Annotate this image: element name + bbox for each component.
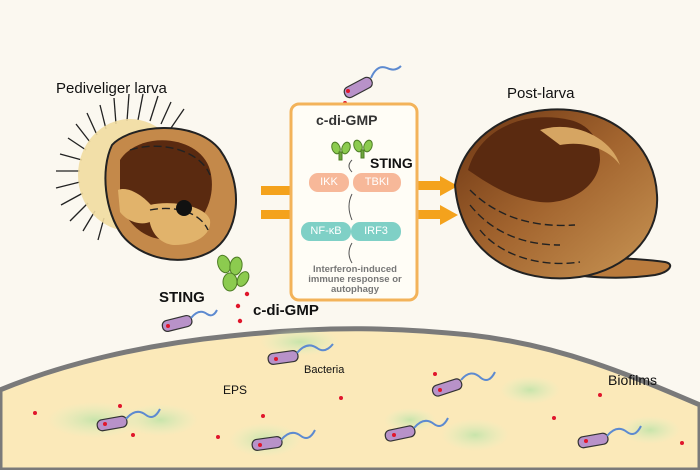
sting-label-outer: STING: [159, 289, 205, 306]
biofilm-halos: [47, 328, 680, 457]
bacterium-2: [96, 408, 161, 432]
eps-label: EPS: [223, 383, 248, 397]
bacterium-free-bottom: [161, 309, 218, 332]
sting-label-box: STING: [370, 155, 413, 171]
bacterium-3: [251, 429, 316, 451]
bacteria-label: Bacteria: [304, 364, 345, 376]
larva-label: Pediveliger larva: [56, 80, 167, 97]
nfkb-node: NF-κB: [301, 222, 351, 241]
pathway-connectors: [348, 159, 353, 264]
bacterium-4: [384, 417, 449, 442]
response-text: Interferon-induced immune response or au…: [308, 264, 402, 295]
arrows: [261, 176, 458, 225]
ikk-node: IKK: [309, 173, 349, 192]
bacterium-6: [577, 425, 642, 449]
irf3-node: IRF3: [351, 222, 401, 241]
biofilms-label: Biofilms: [608, 372, 658, 388]
tbk-node: TBKI: [353, 173, 401, 192]
bacterium-free-top: [343, 65, 402, 99]
bacterium-5: [431, 371, 496, 397]
sting-icon-box: [331, 139, 373, 161]
pathway-box: [289, 102, 419, 302]
larva-illustration: [55, 93, 250, 292]
cdigmp-label-box: c-di-GMP: [316, 112, 378, 128]
bacterium-1: [267, 343, 334, 365]
post-larva-label: Post-larva: [507, 85, 575, 102]
biofilm-layer: [0, 326, 700, 470]
post-larva-illustration: [453, 108, 672, 280]
cdigmp-label-outer: c-di-GMP: [253, 302, 319, 319]
